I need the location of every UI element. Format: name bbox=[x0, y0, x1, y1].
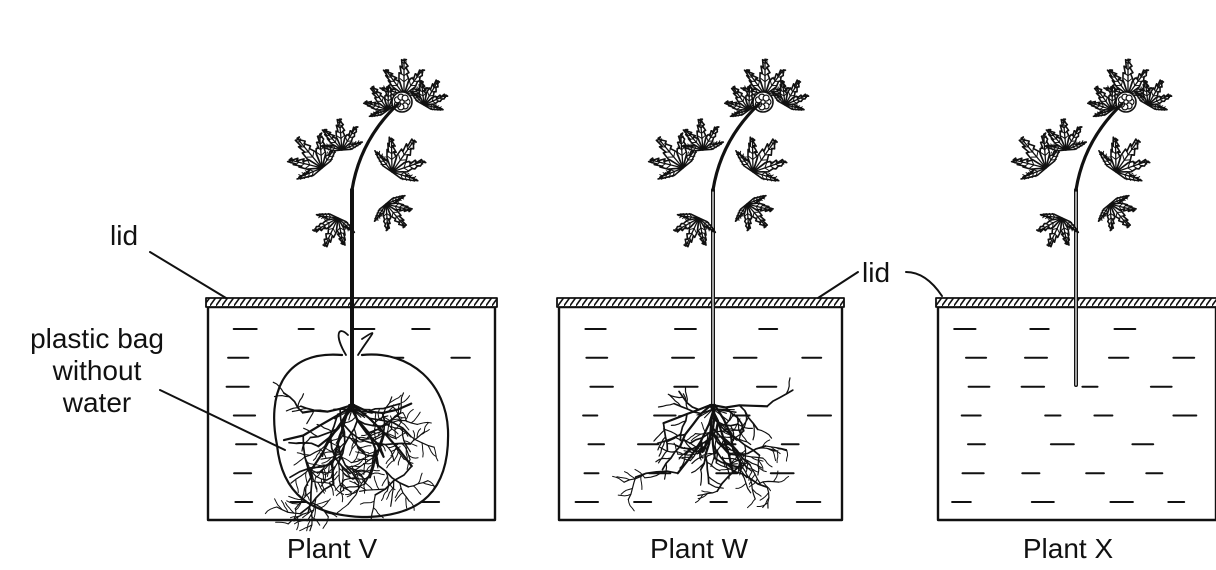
leaf bbox=[638, 122, 703, 185]
plant-x-label: Plant X bbox=[1008, 533, 1128, 565]
bag-label-line-3: water bbox=[8, 387, 186, 419]
leaf bbox=[371, 125, 436, 187]
leaf bbox=[732, 125, 797, 187]
lid-label: lid bbox=[110, 220, 138, 252]
leaf bbox=[1095, 191, 1144, 239]
bag-label-line-1: plastic bag bbox=[8, 323, 186, 355]
lid-label-shared: lid bbox=[862, 257, 890, 289]
setup-plant-w bbox=[557, 59, 844, 520]
leaf bbox=[371, 191, 420, 239]
leaf bbox=[732, 191, 781, 239]
leaf bbox=[1095, 125, 1160, 187]
leaf bbox=[318, 117, 362, 152]
leaf bbox=[1042, 117, 1086, 152]
leaf bbox=[1001, 122, 1066, 185]
leaf bbox=[306, 209, 357, 255]
lid-pointer-x bbox=[906, 272, 942, 296]
shoot bbox=[638, 59, 815, 255]
shoot bbox=[1001, 59, 1178, 255]
lid-pointer-w bbox=[818, 272, 858, 298]
leaf bbox=[667, 209, 718, 255]
bag-label-line-2: without bbox=[8, 355, 186, 387]
plant-v-label: Plant V bbox=[267, 533, 397, 565]
setup-plant-v bbox=[206, 59, 497, 530]
plastic-bag-label: plastic bag without water bbox=[8, 323, 186, 419]
setup-plant-x bbox=[936, 59, 1216, 520]
leaf bbox=[1030, 209, 1081, 255]
leaf bbox=[277, 122, 342, 185]
leaf bbox=[679, 117, 723, 152]
lid-pointer bbox=[150, 252, 226, 298]
lid bbox=[557, 298, 844, 307]
shoot bbox=[277, 59, 454, 255]
plant-w-label: Plant W bbox=[631, 533, 767, 565]
